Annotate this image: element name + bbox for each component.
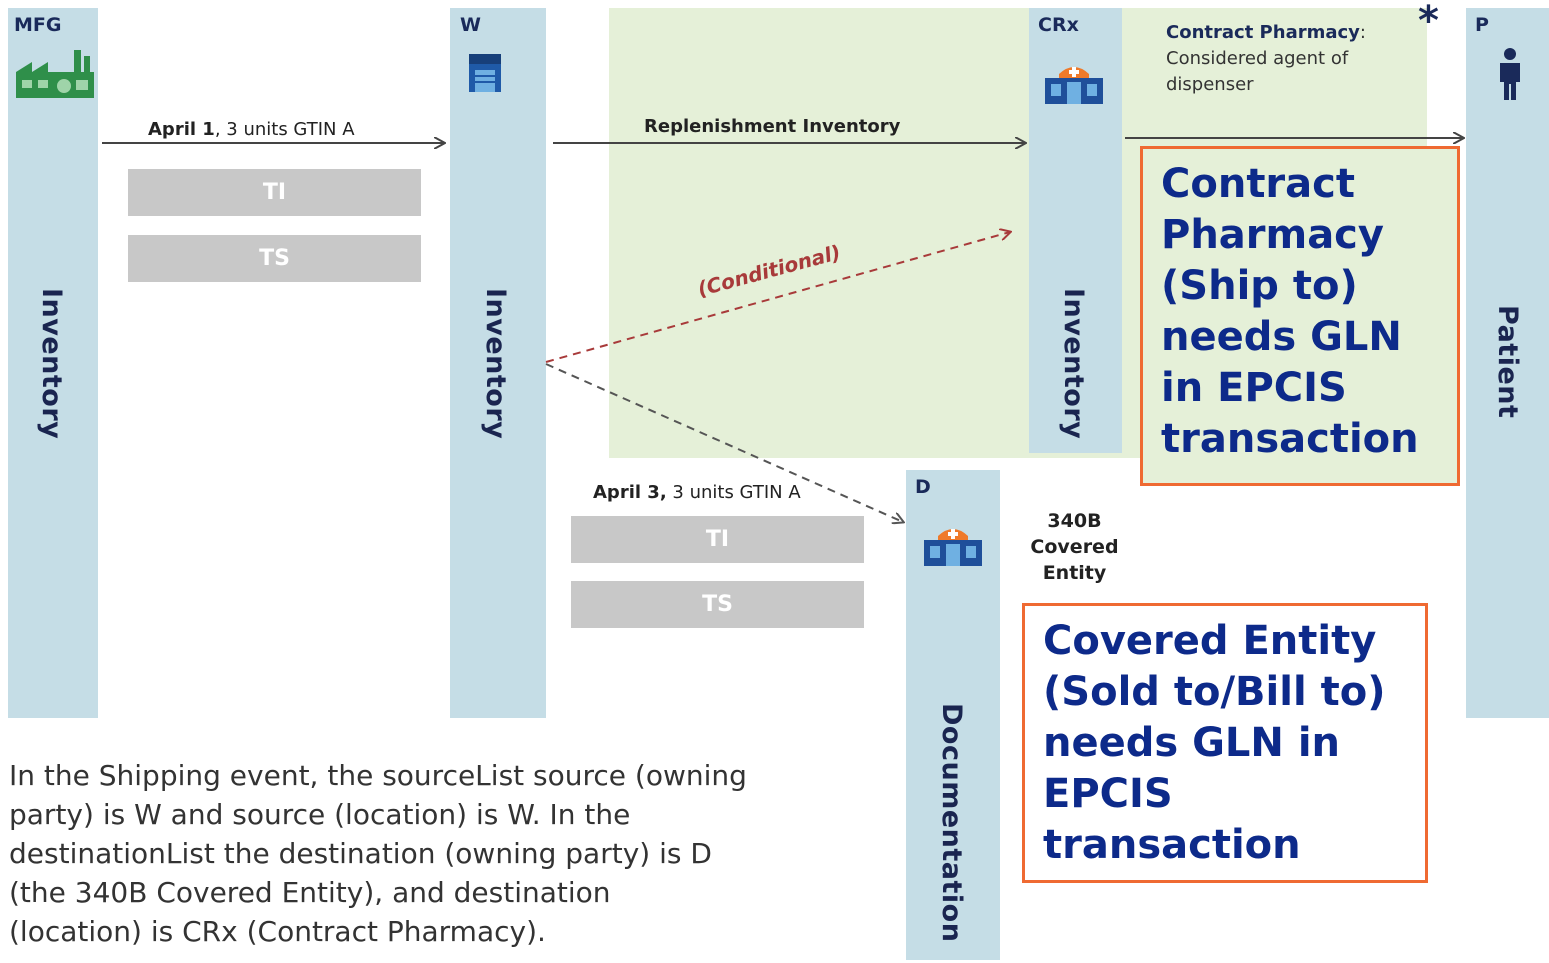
crx-lane-label: Inventory — [1058, 288, 1089, 440]
warehouse-icon — [469, 54, 501, 92]
footnote: In the Shipping event, the sourceList so… — [9, 756, 747, 951]
footnote-line1: In the Shipping event, the sourceList so… — [9, 759, 747, 792]
flow2-label: April 3, 3 units GTIN A — [593, 482, 801, 503]
mfg-lane-head: MFG — [14, 14, 62, 36]
covered-entity-label: 340B Covered Entity — [1027, 508, 1122, 586]
p-lane-head: P — [1475, 14, 1489, 36]
p-lane-label: Patient — [1492, 305, 1523, 419]
person-icon — [1500, 48, 1520, 100]
w-lane-head: W — [460, 14, 481, 36]
mfg-lane — [8, 8, 98, 718]
flow1-ts-box: TS — [128, 235, 421, 282]
d-lane-label: Documentation — [936, 703, 967, 943]
footnote-line5: (location) is CRx (Contract Pharmacy). — [9, 915, 546, 948]
w-lane — [450, 8, 546, 718]
d-lane-head: D — [915, 476, 931, 498]
sold-to-callout: Covered Entity (Sold to/Bill to) needs G… — [1022, 603, 1428, 883]
ship-to-callout: Contract Pharmacy (Ship to) needs GLN in… — [1140, 146, 1460, 486]
footnote-line4: (the 340B Covered Entity), and destinati… — [9, 876, 611, 909]
contract-pharmacy-note-line2: dispenser — [1166, 74, 1254, 95]
w-lane-label: Inventory — [480, 288, 511, 440]
replenishment-label: Replenishment Inventory — [644, 116, 901, 137]
mfg-lane-label: Inventory — [36, 288, 67, 440]
p-lane — [1466, 8, 1549, 718]
asterisk-mark: * — [1418, 0, 1439, 44]
contract-pharmacy-note-line1: Considered agent of — [1166, 48, 1349, 69]
flow1-ti-box: TI — [128, 169, 421, 216]
pharmacy-icon — [1045, 67, 1103, 104]
contract-pharmacy-note-colon: : — [1359, 22, 1366, 43]
flow2-date: April 3, — [593, 482, 667, 503]
covered-entity-line3: Entity — [1042, 562, 1107, 584]
conditional-arrow — [545, 232, 1010, 363]
factory-icon — [16, 50, 94, 98]
pharmacy-icon — [924, 529, 982, 566]
flow1-date: April 1 — [148, 119, 215, 140]
flow2-ts-box: TS — [571, 581, 864, 628]
footnote-line3: destinationList the destination (owning … — [9, 837, 712, 870]
w-to-d-arrow — [545, 363, 903, 522]
footnote-line2: party) is W and source (location) is W. … — [9, 798, 631, 831]
covered-entity-line1: 340B — [1047, 510, 1102, 532]
flow1-label: April 1, 3 units GTIN A — [148, 119, 355, 140]
flow1-detail: , 3 units GTIN A — [214, 119, 355, 140]
flow2-ti-box: TI — [571, 516, 864, 563]
flow2-detail: 3 units GTIN A — [666, 482, 801, 503]
contract-pharmacy-note-title: Contract Pharmacy — [1166, 22, 1360, 43]
covered-entity-line2: Covered — [1030, 536, 1119, 558]
crx-lane-head: CRx — [1038, 14, 1079, 36]
contract-pharmacy-note: Contract Pharmacy: Considered agent of d… — [1166, 20, 1366, 98]
